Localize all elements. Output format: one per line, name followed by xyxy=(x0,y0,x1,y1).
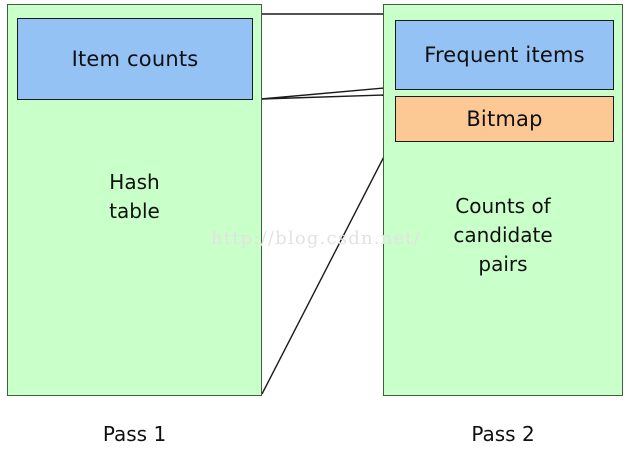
box-item-counts-label: Item counts xyxy=(71,46,199,71)
caption-pass-2: Pass 2 xyxy=(471,422,535,446)
panel-pass-2-body-text: Counts of candidate pairs xyxy=(453,194,553,276)
caption-pass-1: Pass 1 xyxy=(102,422,167,446)
box-frequent-items-label: Frequent items xyxy=(424,42,585,67)
box-frequent-items: Frequent items xyxy=(395,20,614,90)
connector-hash-table-to-bitmap xyxy=(261,140,393,395)
box-bitmap: Bitmap xyxy=(395,96,614,142)
box-bitmap-label: Bitmap xyxy=(466,106,543,131)
connector-item-counts-to-frequent-items xyxy=(260,87,385,100)
connector-item-counts-to-bitmap xyxy=(260,94,385,100)
panel-pass-1-body-text: Hash table xyxy=(109,170,160,223)
box-item-counts: Item counts xyxy=(17,18,253,100)
